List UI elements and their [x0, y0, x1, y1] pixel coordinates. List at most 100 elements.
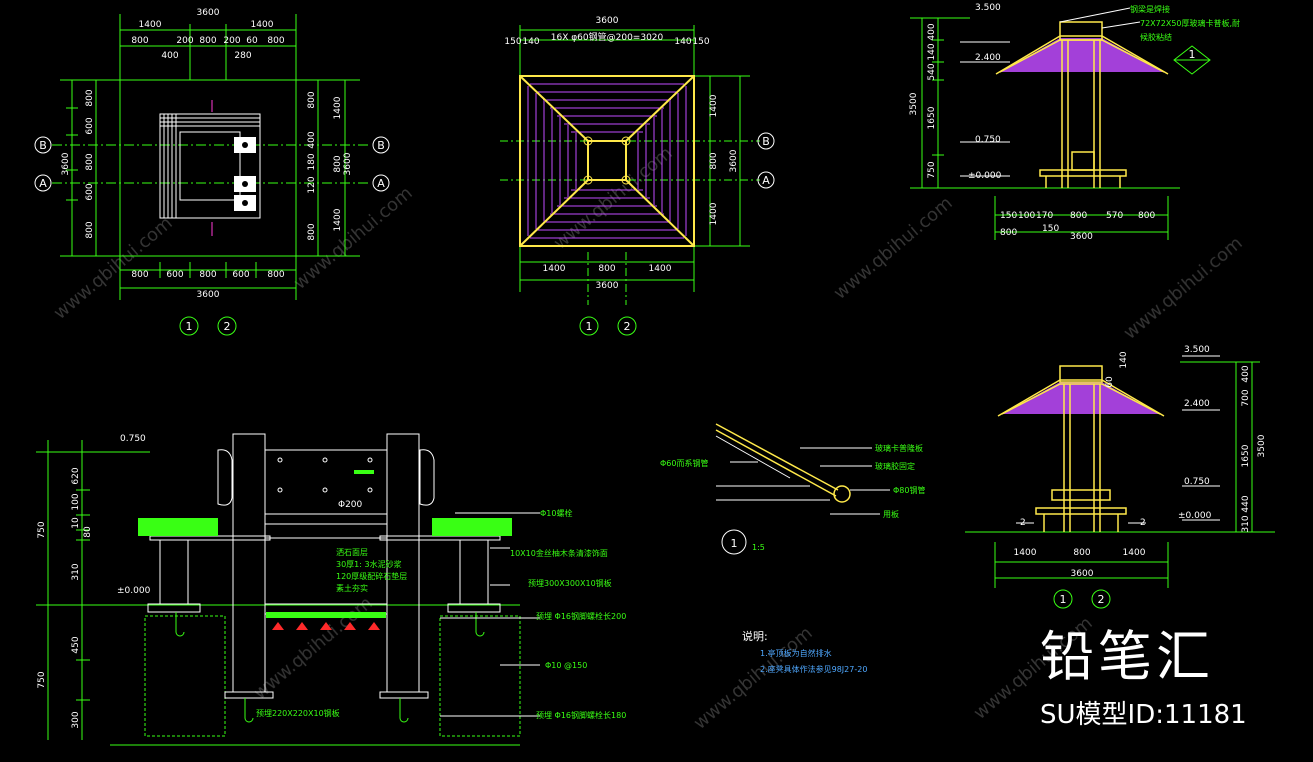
level-label: ±0.000 [1178, 511, 1212, 521]
plan-dim-top: 1400 [251, 20, 274, 30]
dim-right: 400 [1241, 365, 1251, 382]
roof-dim-top: 140 [522, 37, 539, 47]
detail-label: 玻璃胶固定 [875, 461, 915, 471]
note-item: 2.座凳具体作法参见98J27-20 [760, 664, 867, 674]
watermark-text: www.qbihui.com [50, 213, 177, 324]
model-id: SU模型ID:11181 [1040, 700, 1247, 730]
roof-dim-right: 1400 [709, 202, 719, 225]
dim-left: 140 [927, 43, 937, 60]
plan-dim-top: 800 [199, 36, 216, 46]
plan-dim-bottom: 600 [166, 270, 183, 280]
axis-b-label: B [377, 139, 385, 152]
plan-dim-right: 800 [307, 223, 317, 240]
level-label: 0.750 [120, 434, 146, 444]
dim-left: 620 [71, 467, 81, 484]
plan-dim-left: 800 [85, 221, 95, 238]
dim-left-total: 3500 [909, 92, 919, 115]
plan-dim-bottom-total: 3600 [197, 290, 220, 300]
axis-a-label: A [39, 177, 47, 190]
watermark-text: www.qbihui.com [830, 193, 957, 304]
view-mark: 1 [1060, 593, 1067, 606]
plan-dim-right-total: 3600 [343, 152, 353, 175]
notes-title: 说明: [742, 629, 768, 643]
plan-dim-left-total: 3600 [61, 152, 71, 175]
detail-label: 玻璃卡普隆板 [875, 443, 923, 453]
level-label: ±0.000 [117, 586, 151, 596]
level-label: ±0.000 [968, 171, 1002, 181]
level-label: 0.750 [1184, 477, 1210, 487]
dim-left: 100 [71, 493, 81, 510]
roof-dim-top-total: 3600 [596, 16, 619, 26]
notes: 说明: 1.亭顶板为自然排水 2.座凳具体作法参见98J27-20 [742, 629, 867, 674]
dim-bottom: 1400 [1014, 548, 1037, 558]
dim-right: 440 [1241, 495, 1251, 512]
view-mark: 2 [224, 320, 231, 333]
section-label: 预埋300X300X10钢板 [528, 578, 612, 588]
level-label: 3.500 [975, 3, 1001, 13]
plan-dim-top: 800 [267, 36, 284, 46]
view-mark: 2 [624, 320, 631, 333]
roof-dim-bottom: 800 [598, 264, 615, 274]
eave-detail: 1 1:5 Φ60而系钢管 玻璃卡普隆板 玻璃胶固定 Φ80钢管 用板 [660, 423, 925, 555]
watermark-text: www.qbihui.com [1120, 233, 1247, 344]
detail-label: Φ80钢管 [893, 485, 925, 495]
detail-label: Φ60而系钢管 [660, 458, 708, 468]
roof-dim-top: 16X φ60钢管@200=3020 [551, 31, 664, 43]
dim-bottom: 150 [1042, 224, 1059, 234]
level-label: 2.400 [1184, 399, 1210, 409]
dim-bottom: 800 [1138, 211, 1155, 221]
plan-dim-right: 400 [307, 131, 317, 148]
plan-dim-right: 180 [307, 153, 317, 170]
callout-number: 1 [731, 537, 738, 550]
detail-label: 用板 [883, 509, 899, 519]
dim-left: 10 [71, 517, 81, 529]
plan-dim-right: 120 [307, 176, 317, 193]
note-text: 72X72X50厚玻璃卡普板,耐 [1140, 18, 1240, 28]
level-label: 0.750 [975, 135, 1001, 145]
plan-dim-right: 800 [307, 91, 317, 108]
dim-right: 1650 [1241, 444, 1251, 467]
dim-left: 450 [71, 636, 81, 653]
plan-dim-right: 1400 [333, 208, 343, 231]
layer-label: 素土夯实 [336, 583, 368, 593]
axis-a-label: A [762, 174, 770, 187]
plan-dim-bottom: 800 [131, 270, 148, 280]
dim-right: 310 [1241, 515, 1251, 532]
section-label: 预埋 Φ16钢脚螺栓长200 [536, 611, 626, 621]
layer-label: 洒石面层 [336, 548, 368, 557]
dim-top: 60 [1105, 376, 1115, 388]
axis-b-label: B [762, 135, 770, 148]
elevation-front: 3.500 2.400 0.750 ±0.000 400 700 1650 44… [965, 345, 1275, 609]
section-label: 预埋 Φ16钢脚螺栓长180 [536, 710, 626, 720]
plan-dim-bottom: 600 [232, 270, 249, 280]
section-label: Φ10螺栓 [540, 508, 572, 518]
plan-dim-top: 800 [131, 36, 148, 46]
roof-dim-top: 150 [504, 37, 521, 47]
plan-dim-left: 600 [85, 117, 95, 134]
section-label: 预埋220X220X10钢板 [256, 708, 340, 718]
pipe-label: Φ200 [338, 500, 363, 510]
plan-dim-top: 1400 [139, 20, 162, 30]
roof-dim-right: 1400 [709, 94, 719, 117]
watermark-text: www.qbihui.com [250, 593, 377, 704]
roof-dim-bottom-total: 3600 [596, 281, 619, 291]
note-text: 钢梁是焊接 [1130, 4, 1170, 14]
dim-bottom-total: 3600 [1071, 569, 1094, 579]
dim-bottom: 800 [1073, 548, 1090, 558]
view-mark: 2 [1098, 593, 1105, 606]
section-label: 10X10金丝柚木条清漆饰面 [510, 548, 608, 558]
level-label: 2.400 [975, 53, 1001, 63]
plan-dim-top: 3600 [197, 8, 220, 18]
plan-dim-top: 200 [176, 36, 193, 46]
dim-left: 300 [71, 711, 81, 728]
plan-dim-left: 800 [85, 89, 95, 106]
plan-dim-left: 600 [85, 183, 95, 200]
dim-bottom: 3600 [1070, 232, 1093, 242]
roof-dim-right-total: 3600 [729, 149, 739, 172]
view-mark: 1 [186, 320, 193, 333]
plan-dim-bottom: 800 [267, 270, 284, 280]
plan-view: 1400 3600 1400 800 200 800 200 60 800 40… [34, 8, 390, 336]
roof-plan: 3600 150 140 16X φ60钢管@200=3020 140 150 … [500, 16, 775, 336]
dim-left: 400 [927, 23, 937, 40]
